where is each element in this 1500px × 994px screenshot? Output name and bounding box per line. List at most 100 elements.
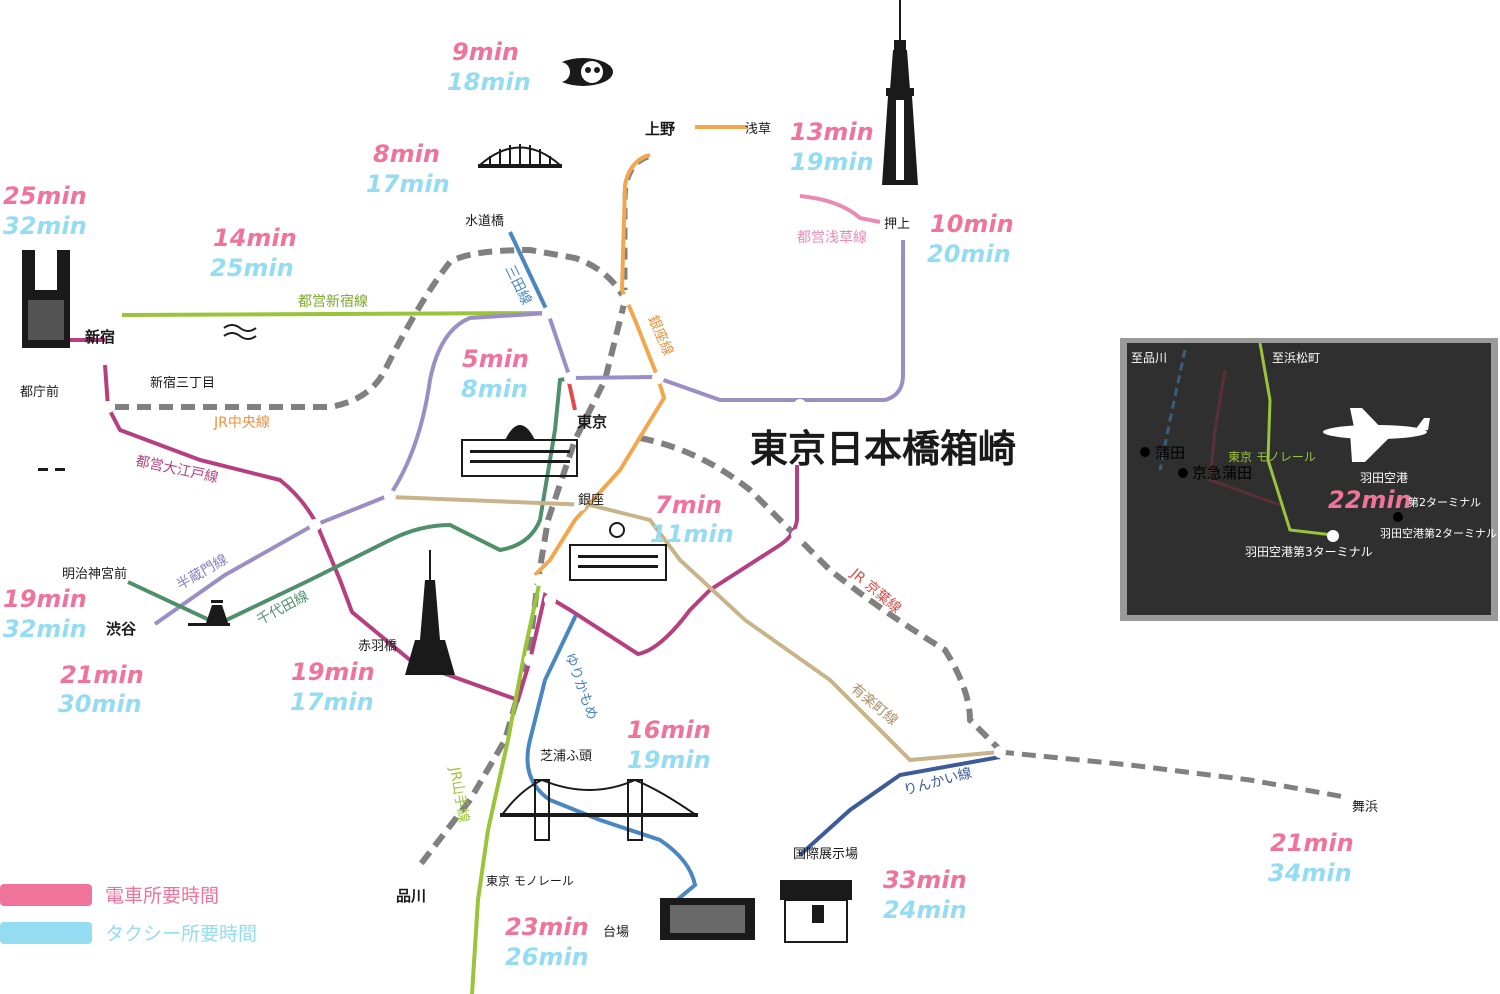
- inset-label-haneda: 羽田空港: [1360, 471, 1408, 485]
- time-shinjuku-taxi: 32min: [3, 212, 87, 240]
- arch-bridge-icon: [478, 144, 562, 168]
- tocho-building-icon: [22, 250, 70, 348]
- big-sight-icon: [780, 880, 852, 943]
- time-tokyo-taxi: 8min: [461, 375, 528, 403]
- line-label-shinjuku: 都営新宿線: [298, 293, 368, 310]
- monorail-line: [470, 579, 542, 994]
- inset-dot-kamata: [1140, 447, 1150, 457]
- time-ueno-taxi: 18min: [447, 68, 531, 96]
- station-label-oshiage: 押上: [884, 217, 910, 232]
- line-label-rinkai: りんかい線: [902, 765, 974, 799]
- inset-label-hamamatsucho: 至浜松町: [1272, 351, 1320, 365]
- time-akabanebashi-train: 19min: [291, 658, 375, 686]
- hanzomon-line: [153, 240, 905, 626]
- station-dot: [384, 490, 396, 502]
- station-label-ginza: 銀座: [578, 493, 604, 508]
- station-dot: [542, 307, 554, 319]
- tokyo-station-building-icon: [461, 425, 578, 477]
- station-label-shibuya: 渋谷: [106, 620, 137, 638]
- legend-swatch-taxi: [0, 922, 92, 944]
- time-asakusa-taxi: 19min: [790, 148, 874, 176]
- station-dot: [791, 529, 803, 541]
- inset-label-kamata: 蒲田: [1155, 444, 1185, 462]
- station-label-meijijingumae: 明治神宮前: [62, 566, 127, 582]
- inset-label-keikyu-kamata: 京急蒲田: [1192, 464, 1252, 482]
- jr-maihama-dashed-line: [999, 749, 1346, 800]
- ginza-line: [533, 125, 748, 577]
- inset-label-terminal2: 羽田空港第2ターミナル: [1380, 526, 1497, 540]
- line-label-hanzomon: 半蔵門線: [174, 552, 230, 594]
- station-label-kokusai: 国際展示場: [793, 847, 858, 862]
- time-shinjuku3-train: 14min: [213, 224, 297, 252]
- line-label-oedo: 都営大江戸線: [134, 453, 219, 486]
- panda-icon: [550, 58, 613, 86]
- station-label-suidobashi: 水道橋: [465, 214, 504, 229]
- station-dot: [534, 574, 546, 586]
- legend-label-train: 電車所要時間: [105, 885, 219, 907]
- page-title: 東京日本橋箱崎: [750, 427, 1016, 471]
- inset-dot-terminal3: [1327, 530, 1339, 542]
- jr-chuo-dashed-line: [115, 246, 628, 410]
- time-daiba-train: 23min: [505, 913, 589, 941]
- line-label-monorail: 東京 モノレール: [486, 874, 574, 888]
- dash-mark: [38, 468, 65, 471]
- inset-dot-keikyu-kamata: [1178, 468, 1188, 478]
- station-dot: [102, 401, 114, 413]
- time-meiji-train: 19min: [3, 585, 87, 613]
- inset-label-shinagawa: 至品川: [1131, 351, 1167, 365]
- station-label-ueno: 上野: [645, 120, 675, 138]
- station-dot: [309, 519, 321, 531]
- time-shinjuku-train: 25min: [3, 182, 87, 210]
- time-shibaura-train: 16min: [627, 716, 711, 744]
- station-dots: [102, 294, 1006, 758]
- time-maihama-taxi: 34min: [1268, 859, 1352, 887]
- station-dot: [574, 499, 586, 511]
- yurakucho-line: [389, 495, 1001, 763]
- station-dot: [619, 294, 631, 306]
- time-meiji-taxi: 32min: [3, 615, 87, 643]
- time-ginza-taxi: 11min: [650, 520, 734, 548]
- inset-jr-line: [1158, 349, 1187, 471]
- station-dot: [794, 399, 806, 411]
- station-label-asakusa: 浅草: [745, 122, 771, 137]
- time-akabanebashi-taxi: 17min: [290, 688, 374, 716]
- line-label-jr-yamanote: JR山手線: [446, 765, 472, 824]
- time-daiba-taxi: 26min: [505, 943, 589, 971]
- time-shibaura-taxi: 19min: [627, 746, 711, 774]
- torii-icon: [188, 600, 230, 626]
- time-asakusa-train: 13min: [790, 118, 874, 146]
- inset-keikyu-line: [1208, 369, 1281, 507]
- inset-label-monorail: 東京 モノレール: [1228, 450, 1316, 464]
- wave-icon: [223, 324, 257, 340]
- station-label-akabanebashi: 赤羽橋: [358, 639, 397, 654]
- station-label-daiba: 台場: [603, 925, 629, 940]
- legend: 電車所要時間 タクシー所要時間: [0, 884, 257, 945]
- station-label-shibaura: 芝浦ふ頭: [540, 748, 592, 764]
- inset-label-terminal3: 羽田空港第3ターミナル: [1245, 545, 1373, 559]
- rinkai-line: [798, 755, 1001, 857]
- fujitv-building-icon: [660, 898, 755, 940]
- legend-label-taxi: タクシー所要時間: [105, 923, 257, 945]
- jr-keiyo-dashed-line: [639, 435, 1003, 753]
- time-suidobashi-taxi: 17min: [366, 170, 450, 198]
- time-kokusai-train: 33min: [883, 866, 967, 894]
- asakusa-line: [799, 194, 881, 224]
- station-dot: [524, 654, 536, 666]
- time-oshiage-taxi: 20min: [927, 240, 1011, 268]
- time-shinjuku3-taxi: 25min: [210, 254, 294, 282]
- shinjuku-line: [121, 311, 549, 317]
- time-maihama-train: 21min: [1270, 829, 1354, 857]
- station-label-tokyo: 東京: [577, 413, 607, 431]
- line-label-yurikamome: ゆりかもめ: [561, 651, 600, 722]
- station-dot: [652, 372, 664, 384]
- line-label-jr-chuo: JR中央線: [213, 415, 270, 431]
- station-dot: [544, 594, 556, 606]
- time-kokusai-taxi: 24min: [883, 896, 967, 924]
- station-dot: [564, 372, 576, 384]
- time-ueno-train: 9min: [452, 38, 519, 66]
- wako-building-icon: [569, 522, 667, 581]
- airplane-icon: [1323, 408, 1430, 462]
- inset-label-terminal2-short: 第2ターミナル: [1408, 495, 1481, 509]
- station-label-shinagawa: 品川: [396, 887, 426, 905]
